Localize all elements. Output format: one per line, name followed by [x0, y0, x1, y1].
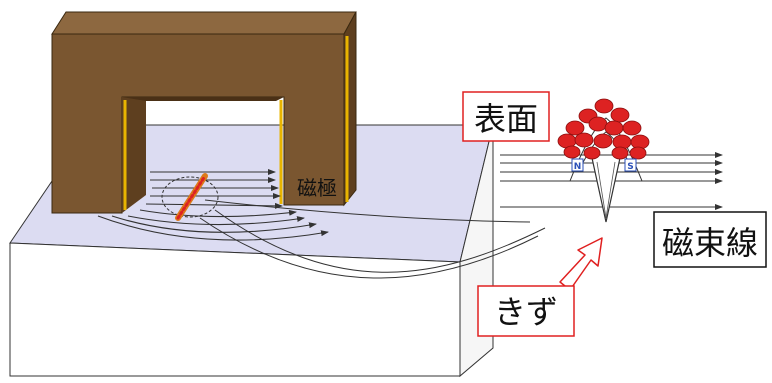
flaw-zoom-circle — [161, 176, 219, 218]
flux-line — [127, 215, 305, 226]
flux-line — [111, 215, 317, 233]
flux-lines-label-box: 磁束線 — [653, 211, 767, 268]
north-pole-label: N — [574, 162, 582, 172]
south-pole-label: S — [627, 162, 633, 172]
north-pole-marker: N — [571, 158, 584, 172]
yoke-inner-left-wall — [122, 97, 146, 213]
surface-label-box: 表面 — [462, 91, 550, 142]
flaw-label: きず — [494, 293, 558, 331]
zoom-callout-lines — [199, 199, 546, 279]
flux-lines-label: 磁束線 — [662, 224, 758, 262]
flux-lines-left — [97, 169, 329, 241]
yoke-top-face — [51, 11, 357, 35]
cross-section-view: N S — [500, 98, 723, 223]
flaw-label-box: きず — [477, 285, 575, 337]
zoom-line-lower — [214, 209, 546, 273]
pole-label: 磁極 — [297, 176, 337, 200]
yoke-electromagnet — [51, 11, 357, 214]
hollow-arrow-icon — [559, 237, 603, 291]
flux-line — [97, 215, 329, 241]
surface-label: 表面 — [474, 100, 538, 138]
surface-flaw-left — [161, 173, 219, 221]
zoom-line-upper — [204, 199, 531, 223]
block-front-face — [9, 242, 461, 377]
south-pole-marker: S — [624, 158, 637, 172]
flux-line — [139, 209, 297, 218]
magnetic-particles — [557, 98, 650, 160]
yoke-inner-top-wall — [122, 97, 284, 101]
zoom-line-lower2 — [199, 217, 539, 279]
crack-wedge — [591, 157, 621, 223]
